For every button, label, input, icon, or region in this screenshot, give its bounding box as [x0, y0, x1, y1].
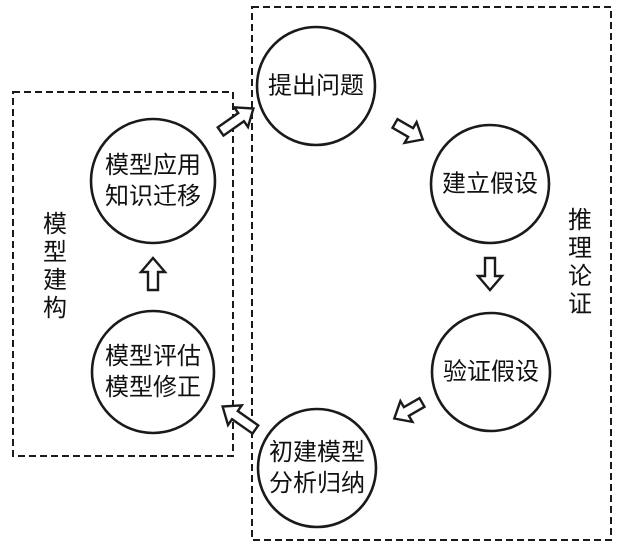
modeling-group-frame [12, 91, 234, 457]
group-label-modeling: 模 型 建 构 [43, 210, 67, 322]
arrow-evaluation-to-application [138, 256, 168, 292]
label-model-application: 模型应用 知识迁移 [105, 151, 201, 210]
label-verify-hypothesis: 验证假设 [443, 357, 539, 386]
label-build-hypothesis: 建立假设 [442, 169, 538, 198]
arrow-build-to-verify [475, 256, 505, 292]
node-raise-question [255, 25, 377, 147]
node-model-evaluation [90, 309, 216, 435]
node-model-application [89, 117, 217, 245]
node-initial-model [256, 407, 378, 529]
label-raise-question: 提出问题 [268, 71, 364, 100]
node-build-hypothesis [429, 123, 551, 245]
node-verify-hypothesis [430, 311, 552, 433]
arrow-application-to-raise [216, 105, 255, 138]
reasoning-group-frame [251, 6, 612, 541]
arrow-initial-to-evaluation [221, 403, 260, 436]
arrow-raise-to-build [390, 117, 425, 145]
group-label-reasoning: 推 理 论 证 [568, 206, 592, 318]
label-model-evaluation: 模型评估 模型修正 [105, 342, 201, 401]
label-initial-model: 初建模型 分析归纳 [269, 438, 365, 497]
arrow-verify-to-initial [392, 396, 427, 424]
